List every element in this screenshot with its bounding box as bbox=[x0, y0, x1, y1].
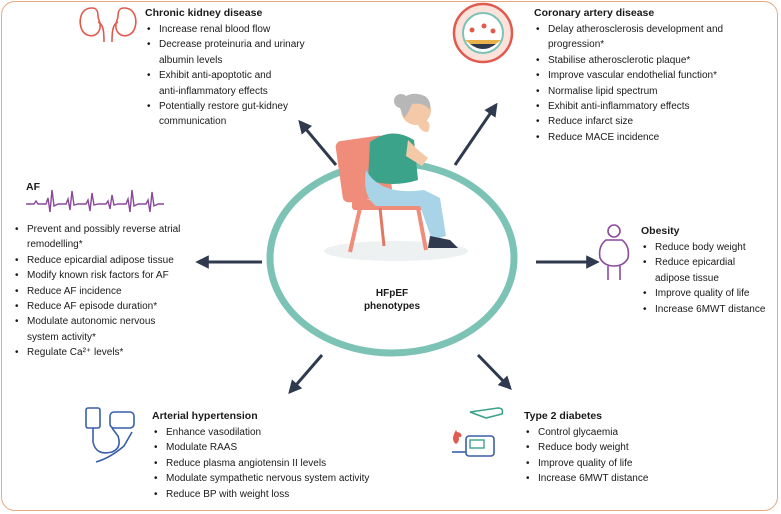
ckd-list: Increase renal blood flow Decrease prote… bbox=[145, 22, 345, 130]
ckd-panel: Chronic kidney disease Increase renal bl… bbox=[145, 7, 345, 130]
af-item: Modify known risk factors for AF bbox=[13, 268, 213, 284]
arrow-ckd bbox=[298, 119, 338, 166]
cad-panel: Coronary artery disease Delay atheroscle… bbox=[534, 7, 754, 146]
af-item: Modulate autonomic nervous bbox=[13, 314, 213, 330]
obesity-item: Reduce body weight bbox=[641, 240, 777, 256]
diabetes-item: Improve quality of life bbox=[524, 456, 704, 472]
cad-item: Improve vascular endothelial function* bbox=[534, 68, 754, 84]
hypertension-item: Modulate RAAS bbox=[152, 440, 392, 456]
cad-item: Normalise lipid spectrum bbox=[534, 84, 754, 100]
center-label-line2: phenotypes bbox=[363, 301, 421, 312]
obesity-panel: Obesity Reduce body weight Reduce epicar… bbox=[641, 225, 777, 317]
diabetes-item: Increase 6MWT distance bbox=[524, 471, 704, 487]
arrow-diabetes bbox=[476, 353, 512, 390]
cad-item: Delay atherosclerosis development and bbox=[534, 22, 754, 38]
arrow-hypertension bbox=[288, 354, 324, 395]
ecg-wave-icon bbox=[26, 189, 164, 213]
diabetes-item: Reduce body weight bbox=[524, 440, 704, 456]
hypertension-panel: Arterial hypertension Enhance vasodilati… bbox=[152, 410, 392, 502]
kidneys-icon bbox=[79, 7, 137, 43]
cad-item: Stabilise atherosclerotic plaque* bbox=[534, 53, 754, 69]
obesity-title: Obesity bbox=[641, 225, 680, 237]
diabetes-list: Control glycaemia Reduce body weight Imp… bbox=[524, 425, 704, 487]
obesity-list: Reduce body weight Reduce epicardial adi… bbox=[641, 240, 777, 317]
artery-plaque-icon bbox=[452, 2, 514, 64]
obesity-item: Reduce epicardial bbox=[641, 255, 777, 271]
glucose-meter-icon bbox=[452, 407, 504, 457]
hypertension-list: Enhance vasodilation Modulate RAAS Reduc… bbox=[152, 425, 392, 502]
ckd-item-continued: communication bbox=[159, 116, 227, 128]
center-label: HFpEF phenotypes bbox=[352, 287, 432, 313]
hypertension-item: Modulate sympathetic nervous system acti… bbox=[152, 471, 392, 487]
ckd-item: Decrease proteinuria and urinary bbox=[145, 37, 345, 53]
cad-item-continued: progression* bbox=[548, 39, 605, 51]
cad-list: Delay atherosclerosis development and pr… bbox=[534, 22, 754, 146]
cad-title: Coronary artery disease bbox=[534, 7, 655, 19]
diabetes-item: Control glycaemia bbox=[524, 425, 704, 441]
af-panel: Prevent and possibly reverse atrial remo… bbox=[13, 222, 213, 361]
elderly-woman-chair-illustration bbox=[324, 93, 468, 261]
af-item-continued: system activity* bbox=[27, 331, 96, 343]
af-title: AF bbox=[26, 181, 40, 193]
ckd-item: Potentially restore gut-kidney bbox=[145, 99, 345, 115]
af-item-continued: remodelling* bbox=[27, 239, 83, 251]
hypertension-item: Reduce BP with weight loss bbox=[152, 487, 392, 503]
obesity-item: Increase 6MWT distance bbox=[641, 302, 777, 318]
obesity-item-continued: adipose tissue bbox=[655, 272, 719, 284]
center-label-line1: HFpEF bbox=[375, 288, 409, 299]
hypertension-title: Arterial hypertension bbox=[152, 410, 258, 422]
cad-item: Reduce MACE incidence bbox=[534, 130, 754, 146]
ckd-item-continued: albumin levels bbox=[159, 54, 223, 66]
af-item: Reduce AF incidence bbox=[13, 284, 213, 300]
ckd-item-continued: anti-inflammatory effects bbox=[159, 85, 268, 97]
ckd-title: Chronic kidney disease bbox=[145, 7, 263, 19]
af-list: Prevent and possibly reverse atrial remo… bbox=[13, 222, 213, 361]
af-item: Reduce epicardial adipose tissue bbox=[13, 253, 213, 269]
cad-item: Exhibit anti-inflammatory effects bbox=[534, 99, 754, 115]
ckd-item: Increase renal blood flow bbox=[145, 22, 345, 38]
af-item: Prevent and possibly reverse atrial bbox=[13, 222, 213, 238]
ckd-item: Exhibit anti-apoptotic and bbox=[145, 68, 345, 84]
diabetes-title: Type 2 diabetes bbox=[524, 410, 603, 422]
hypertension-item: Enhance vasodilation bbox=[152, 425, 392, 441]
diabetes-panel: Type 2 diabetes Control glycaemia Reduce… bbox=[524, 410, 704, 487]
hypertension-item: Reduce plasma angiotensin II levels bbox=[152, 456, 392, 472]
af-item: Regulate Ca²⁺ levels* bbox=[13, 345, 213, 361]
af-item: Reduce AF episode duration* bbox=[13, 299, 213, 315]
af-title-wrap: AF bbox=[26, 181, 40, 196]
cad-item: Reduce infarct size bbox=[534, 114, 754, 130]
arrow-cad bbox=[453, 102, 498, 166]
blood-pressure-icon bbox=[85, 407, 135, 463]
obesity-item: Improve quality of life bbox=[641, 286, 777, 302]
person-obesity-icon bbox=[598, 224, 630, 280]
